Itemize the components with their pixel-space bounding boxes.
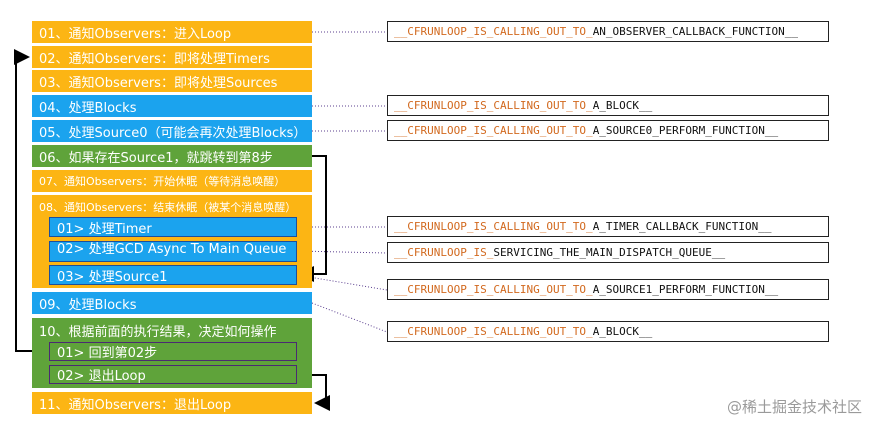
function-box-block: __CFRUNLOOP_IS_CALLING_OUT_TO_A_BLOCK__ [387, 95, 829, 116]
step-10-sub-02-label: 02> 退出Loop [57, 369, 146, 384]
step-08-sub-03-label: 03> 处理Source1 [57, 269, 168, 285]
step-10-label: 10、根据前面的执行结果，决定如何操作 [39, 325, 277, 340]
arrow-06-to-08-3 [298, 155, 327, 282]
step-05-label: 05、处理Source0（可能会再次处理Blocks） [39, 125, 307, 141]
step-08-sub-01-label: 01> 处理Timer [57, 221, 152, 237]
function-suffix: A_SOURCE1_PERFORM_FUNCTION__ [592, 283, 779, 296]
step-11-label: 11、通知Observers：退出Loop [39, 397, 232, 413]
step-01-label: 01、通知Observers：进入Loop [39, 26, 232, 42]
step-02-label: 02、通知Observers：即将处理Timers [39, 51, 270, 67]
function-box-source1: __CFRUNLOOP_IS_CALLING_OUT_TO_A_SOURCE1_… [387, 279, 829, 300]
function-box-main-queue: __CFRUNLOOP_IS_SERVICING_THE_MAIN_DISPAT… [387, 242, 829, 263]
step-07: 07、通知Observers：开始休眠（等待消息唤醒） [32, 170, 312, 192]
step-03-label: 03、通知Observers：即将处理Sources [39, 75, 278, 91]
function-suffix: SERVICING_THE_MAIN_DISPATCH_QUEUE__ [493, 246, 726, 259]
function-prefix: __CFRUNLOOP_IS_CALLING_OUT_TO_ [394, 283, 593, 296]
function-suffix: A_SOURCE0_PERFORM_FUNCTION__ [592, 124, 779, 137]
function-suffix: A_BLOCK__ [592, 325, 653, 338]
step-11: 11、通知Observers：退出Loop [32, 392, 312, 414]
step-08-sub-03: 03> 处理Source1 [49, 265, 297, 285]
step-06-label: 06、如果存在Source1，就跳转到第8步 [39, 150, 273, 166]
function-box-observer: __CFRUNLOOP_IS_CALLING_OUT_TO_AN_OBSERVE… [387, 21, 829, 42]
function-prefix: __CFRUNLOOP_IS_CALLING_OUT_TO_ [394, 124, 593, 137]
step-08-sub-02-label: 02> 处理GCD Async To Main Queue [57, 242, 287, 257]
step-08-label: 08、通知Observers：结束休眠（被某个消息唤醒） [39, 201, 297, 214]
step-10-sub-02: 02> 退出Loop [49, 365, 297, 384]
function-prefix: __CFRUNLOOP_IS_CALLING_OUT_TO_ [394, 220, 593, 233]
function-suffix: AN_OBSERVER_CALLBACK_FUNCTION__ [592, 25, 798, 38]
function-box-timer: __CFRUNLOOP_IS_CALLING_OUT_TO_A_TIMER_CA… [387, 216, 829, 237]
connector-09 [311, 302, 388, 333]
function-prefix: __CFRUNLOOP_IS_ [394, 246, 494, 259]
function-prefix: __CFRUNLOOP_IS_CALLING_OUT_TO_ [394, 25, 593, 38]
step-04: 04、处理Blocks [32, 95, 312, 117]
step-09: 09、处理Blocks [32, 292, 312, 314]
function-prefix: __CFRUNLOOP_IS_CALLING_OUT_TO_ [394, 325, 593, 338]
step-07-label: 07、通知Observers：开始休眠（等待消息唤醒） [39, 175, 286, 188]
step-10-sub-01-label: 01> 回到第02步 [57, 346, 158, 361]
function-box-block-2: __CFRUNLOOP_IS_CALLING_OUT_TO_A_BLOCK__ [387, 321, 829, 342]
step-08-sub-02: 02> 处理GCD Async To Main Queue [49, 241, 297, 262]
step-06: 06、如果存在Source1，就跳转到第8步 [32, 145, 312, 167]
watermark: @稀土掘金技术社区 [726, 398, 862, 416]
step-02: 02、通知Observers：即将处理Timers [32, 46, 312, 68]
step-01: 01、通知Observers：进入Loop [32, 21, 312, 43]
function-prefix: __CFRUNLOOP_IS_CALLING_OUT_TO_ [394, 99, 593, 112]
step-10-sub-01: 01> 回到第02步 [49, 342, 297, 361]
step-03: 03、通知Observers：即将处理Sources [32, 70, 312, 92]
function-box-source0: __CFRUNLOOP_IS_CALLING_OUT_TO_A_SOURCE0_… [387, 120, 829, 141]
step-05: 05、处理Source0（可能会再次处理Blocks） [32, 120, 312, 142]
step-04-label: 04、处理Blocks [39, 100, 137, 116]
step-08-sub-01: 01> 处理Timer [49, 217, 297, 237]
connector-08-2 [296, 250, 388, 254]
step-09-label: 09、处理Blocks [39, 297, 137, 313]
function-suffix: A_TIMER_CALLBACK_FUNCTION__ [592, 220, 772, 233]
function-suffix: A_BLOCK__ [592, 99, 653, 112]
